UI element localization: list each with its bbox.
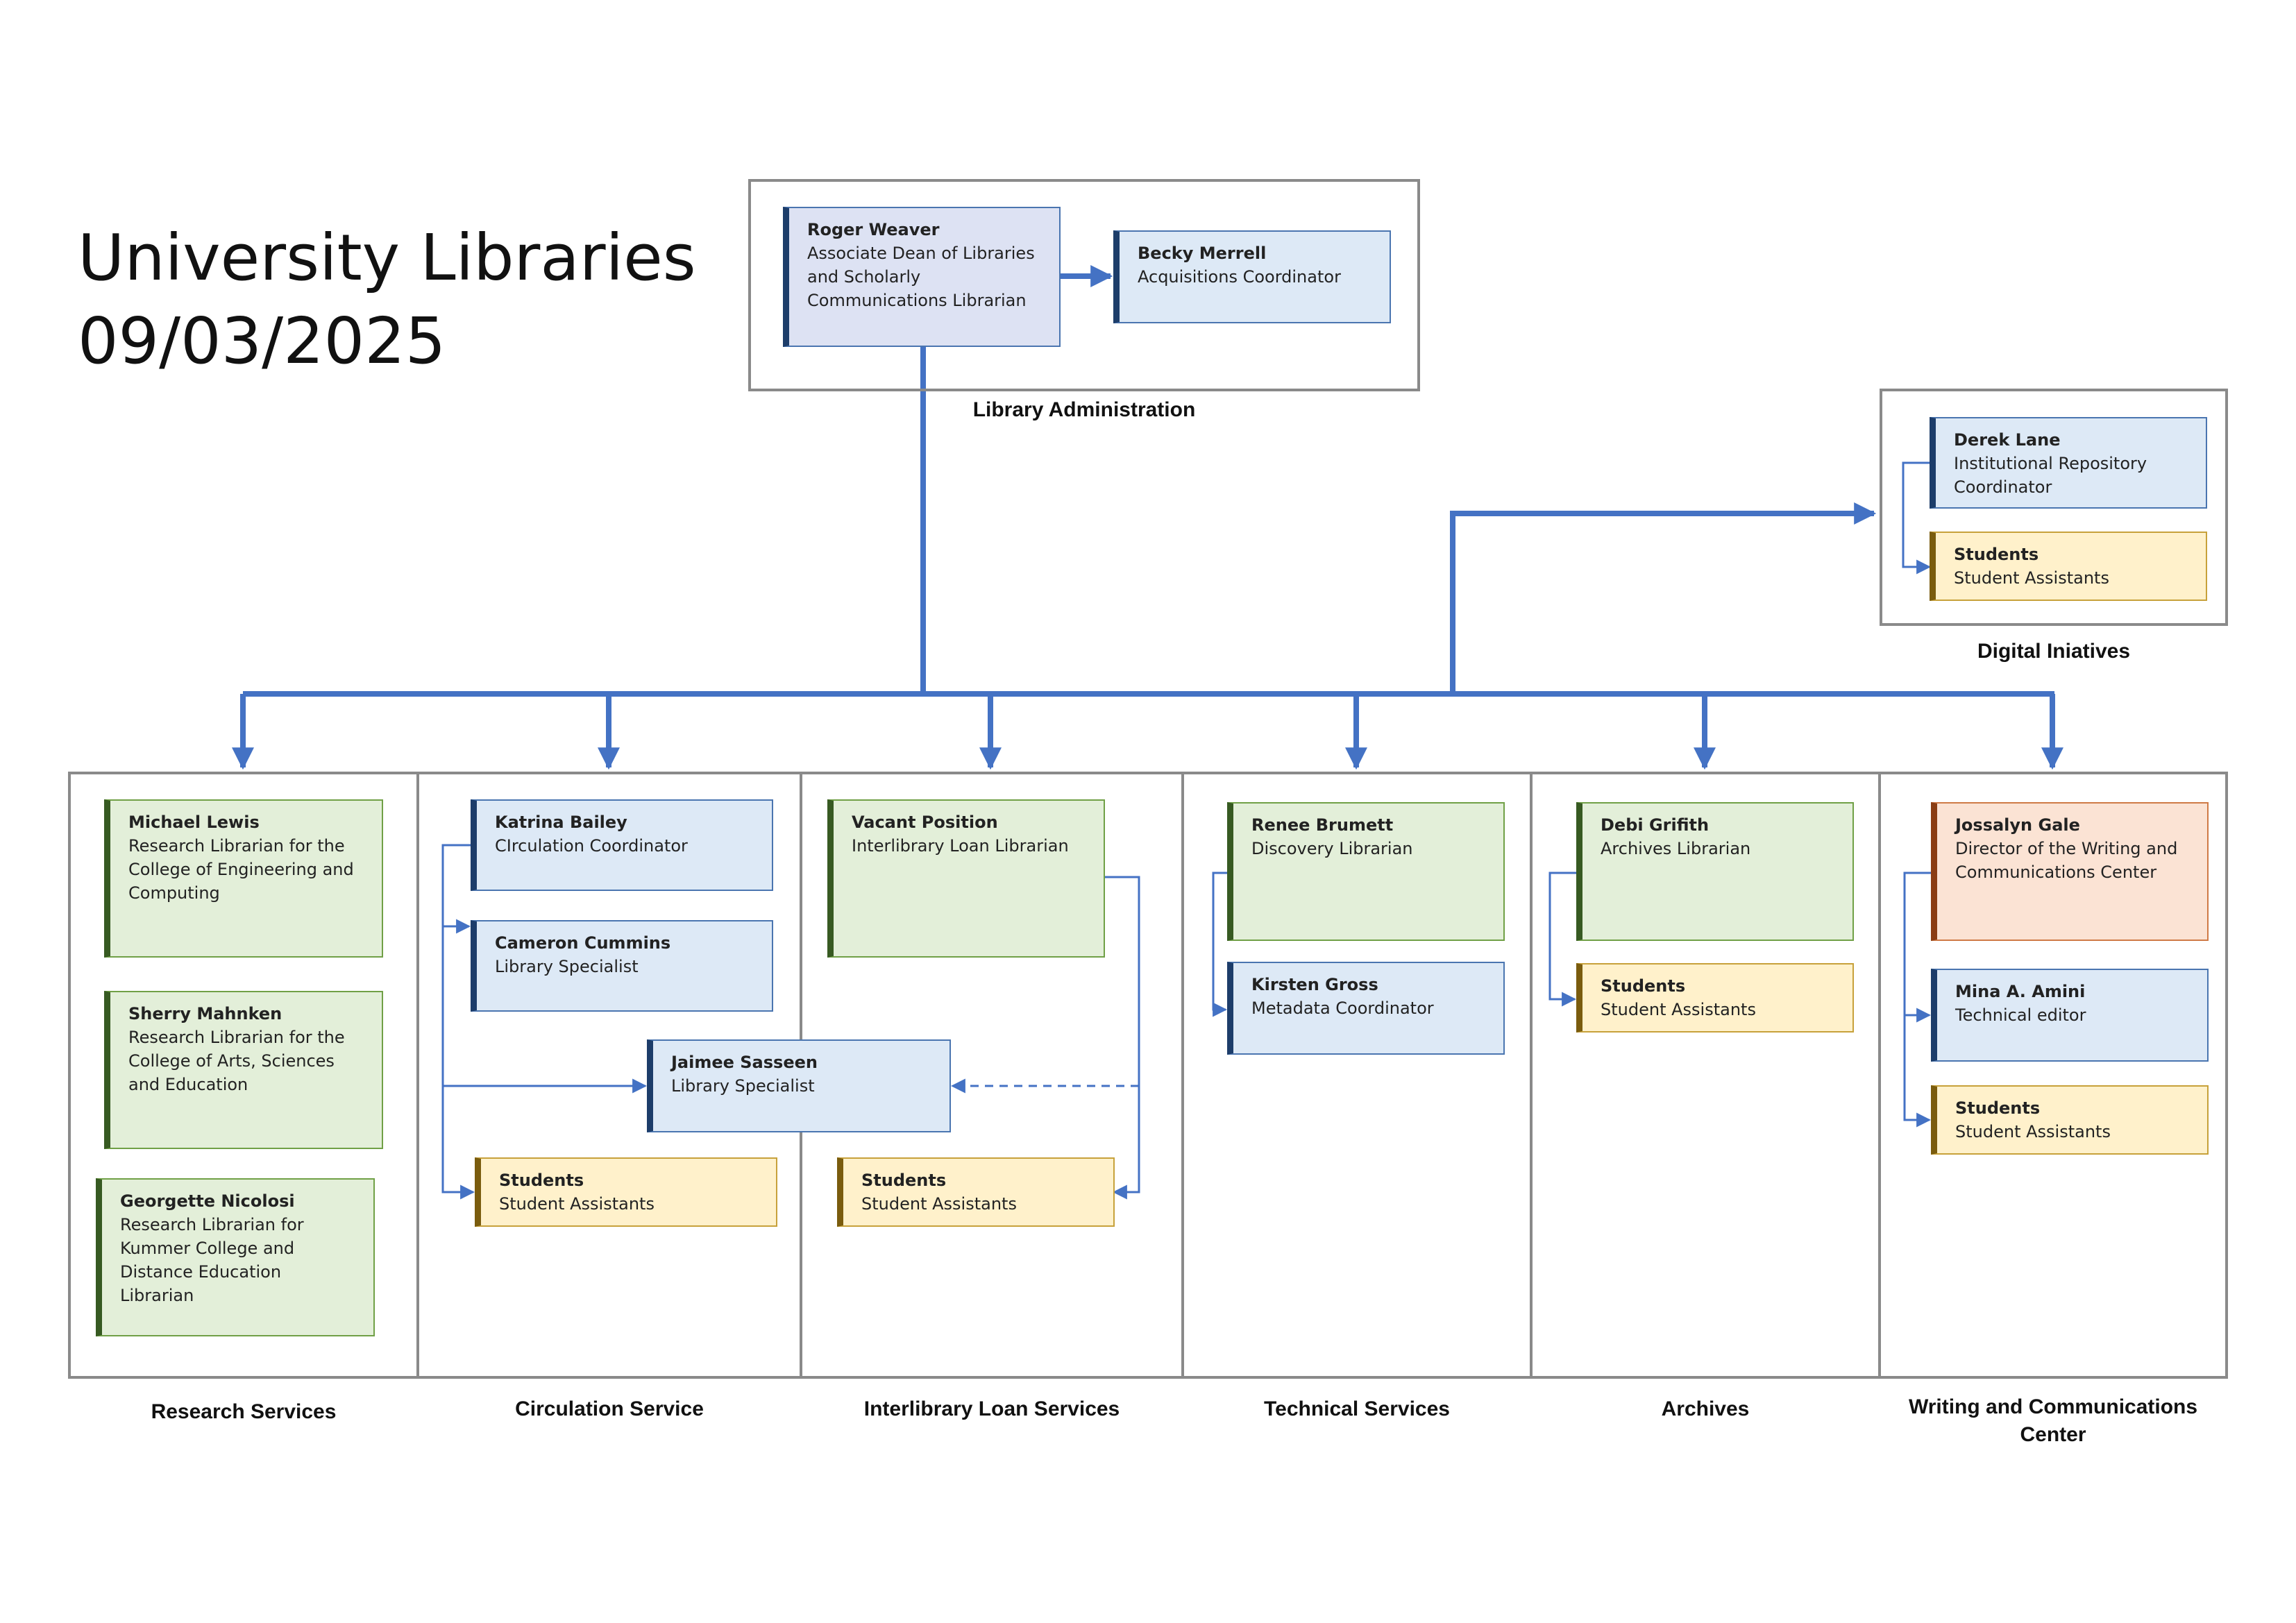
group-label-archives: Archives	[1661, 1397, 1750, 1420]
group-label-administration: Library Administration	[972, 398, 1196, 421]
connector-gale-amini	[1903, 872, 1932, 1023]
person-name: Cameron Cummins	[495, 933, 671, 953]
card-cameron-cummins[interactable]: Cameron Cummins Library Specialist	[471, 920, 773, 1012]
person-name: Jaimee Sasseen	[671, 1053, 818, 1072]
page-date: 09/03/2025	[78, 304, 446, 378]
person-name: Vacant Position	[852, 813, 998, 832]
group-administration	[748, 179, 1420, 391]
person-name: Becky Merrell	[1138, 244, 1267, 263]
group-label-circulation: Circulation Service	[515, 1397, 704, 1420]
group-label-ill: Interlibrary Loan Services	[863, 1397, 1120, 1420]
person-role: Research Librarian for the College of En…	[128, 836, 354, 903]
person-name: Mina A. Amini	[1955, 982, 2086, 1001]
connector-to-digital	[1450, 502, 1877, 694]
person-name: Michael Lewis	[128, 813, 260, 832]
connector-brumett-gross	[1212, 872, 1228, 1017]
person-role: Student Assistants	[1955, 1122, 2111, 1141]
person-role: CIrculation Coordinator	[495, 836, 688, 856]
person-name: Debi Grifith	[1601, 815, 1710, 835]
connector-grifith-students	[1548, 872, 1577, 1007]
person-role: Library Specialist	[671, 1076, 815, 1096]
person-role: Metadata Coordinator	[1251, 999, 1434, 1018]
person-name: Students	[1955, 1098, 2041, 1118]
person-role: Student Assistants	[1954, 568, 2109, 588]
page-title: University Libraries	[78, 221, 696, 295]
person-role: Student Assistants	[499, 1194, 655, 1214]
group-digital	[1880, 389, 2228, 626]
card-debi-grifith[interactable]: Debi Grifith Archives Librarian	[1576, 802, 1854, 941]
group-label-digital: Digital Iniatives	[1977, 640, 2131, 663]
person-name: Students	[861, 1171, 947, 1190]
group-label-technical: Technical Services	[1264, 1397, 1450, 1420]
person-role: Student Assistants	[1601, 1000, 1756, 1019]
person-role: Technical editor	[1955, 1005, 2086, 1025]
person-role: Institutional Repository Coordinator	[1954, 454, 2147, 497]
person-role: Library Specialist	[495, 957, 639, 976]
person-role: Student Assistants	[861, 1194, 1017, 1214]
person-name: Students	[1601, 976, 1686, 996]
person-name: Georgette Nicolosi	[120, 1191, 295, 1211]
person-name: Derek Lane	[1954, 430, 2061, 450]
person-role: Research Librarian for the College of Ar…	[128, 1028, 345, 1094]
group-label-research: Research Services	[151, 1400, 337, 1423]
card-georgette-nicolosi[interactable]: Georgette Nicolosi Research Librarian fo…	[96, 1178, 375, 1336]
person-role: Interlibrary Loan Librarian	[852, 836, 1069, 856]
person-role: Discovery Librarian	[1251, 839, 1413, 858]
person-name: Katrina Bailey	[495, 813, 627, 832]
card-digital-students[interactable]: Students Student Assistants	[1930, 532, 2207, 601]
card-katrina-bailey[interactable]: Katrina Bailey CIrculation Coordinator	[471, 799, 773, 891]
person-name: Kirsten Gross	[1251, 975, 1378, 994]
person-role: Research Librarian for Kummer College an…	[120, 1215, 304, 1305]
group-label-writing: Writing and Communications Center	[1908, 1395, 2198, 1446]
connector-vacant-students	[1105, 876, 1140, 1200]
card-writing-students[interactable]: Students Student Assistants	[1931, 1085, 2209, 1155]
card-circulation-students[interactable]: Students Student Assistants	[475, 1157, 777, 1227]
card-archives-students[interactable]: Students Student Assistants	[1576, 963, 1854, 1033]
person-name: Sherry Mahnken	[128, 1004, 282, 1023]
connector-bailey-cummins	[441, 844, 471, 934]
person-name: Renee Brumett	[1251, 815, 1394, 835]
group-writing	[1878, 772, 2228, 1379]
person-name: Jossalyn Gale	[1955, 815, 2080, 835]
connector-bailey-students	[441, 1086, 475, 1200]
card-jossalyn-gale[interactable]: Jossalyn Gale Director of the Writing an…	[1931, 802, 2209, 941]
card-kirsten-gross[interactable]: Kirsten Gross Metadata Coordinator	[1227, 962, 1505, 1055]
connector-gale-students	[1903, 1015, 1932, 1128]
person-name: Roger Weaver	[807, 220, 940, 239]
card-sherry-mahnken[interactable]: Sherry Mahnken Research Librarian for th…	[104, 991, 383, 1149]
card-mina-amini[interactable]: Mina A. Amini Technical editor	[1931, 969, 2209, 1062]
person-role: Director of the Writing and Communicatio…	[1955, 839, 2178, 882]
card-vacant-position[interactable]: Vacant Position Interlibrary Loan Librar…	[827, 799, 1105, 958]
card-derek-lane[interactable]: Derek Lane Institutional Repository Coor…	[1930, 417, 2207, 509]
card-jaimee-sasseen[interactable]: Jaimee Sasseen Library Specialist	[647, 1039, 951, 1132]
card-roger-weaver[interactable]: Roger Weaver Associate Dean of Libraries…	[783, 207, 1061, 347]
card-renee-brumett[interactable]: Renee Brumett Discovery Librarian	[1227, 802, 1505, 941]
card-becky-merrell[interactable]: Becky Merrell Acquisitions Coordinator	[1113, 230, 1391, 323]
person-name: Students	[1954, 545, 2039, 564]
person-role: Associate Dean of Libraries and Scholarl…	[807, 244, 1035, 310]
person-role: Archives Librarian	[1601, 839, 1751, 858]
card-michael-lewis[interactable]: Michael Lewis Research Librarian for the…	[104, 799, 383, 958]
card-ill-students[interactable]: Students Student Assistants	[837, 1157, 1115, 1227]
person-role: Acquisitions Coordinator	[1138, 267, 1341, 287]
connector-lane-students	[1902, 461, 1932, 575]
person-name: Students	[499, 1171, 584, 1190]
